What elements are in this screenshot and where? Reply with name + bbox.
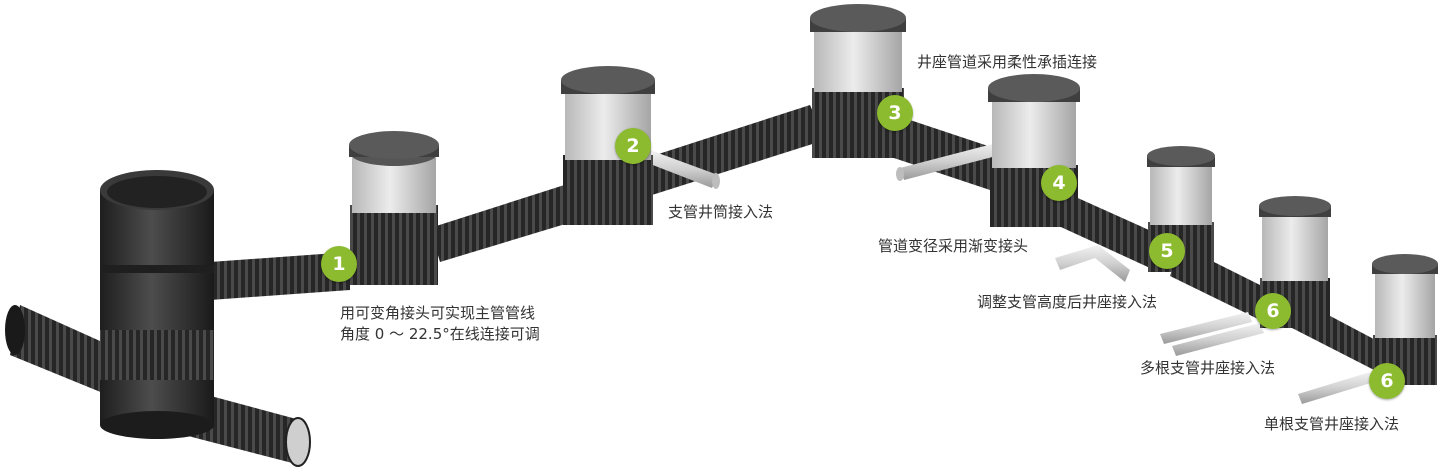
corrugated-pipe-segment — [430, 180, 595, 262]
branch-pipe — [1172, 323, 1264, 356]
callout-badge-4: 4 — [1041, 165, 1077, 201]
branch-pipe-end — [712, 173, 720, 189]
callout-badge-6b: 6 — [1369, 363, 1405, 399]
label-flexible-socket-joint: 井座管道采用柔性承插连接 — [917, 53, 1098, 71]
callout-badge-6a: 6 — [1255, 293, 1291, 329]
corrugated-pipe-segment — [640, 105, 825, 195]
branch-pipe — [1160, 312, 1252, 344]
inspection-well — [988, 74, 1080, 227]
inspection-well — [349, 131, 439, 285]
callout-badge-3: 3 — [877, 95, 913, 131]
pipe-end-opening — [285, 417, 311, 467]
branch-pipe — [1055, 245, 1130, 282]
callout-badge-5: 5 — [1149, 233, 1185, 269]
large-manhole — [100, 170, 214, 439]
branch-pipe — [645, 150, 718, 188]
label-branch-shaft-entry: 支管井筒接入法 — [668, 203, 774, 221]
label-adjusted-height-entry: 调整支管高度后井座接入法 — [977, 293, 1158, 311]
inspection-well — [561, 66, 655, 225]
inspection-well — [1372, 254, 1438, 385]
inspection-well — [810, 4, 906, 158]
label-gradual-reducer: 管道变径采用渐变接头 — [878, 237, 1029, 255]
label-single-branch-entry: 单根支管井座接入法 — [1264, 415, 1400, 433]
label-multi-branch-entry: 多根支管井座接入法 — [1140, 359, 1276, 377]
corrugated-pipe-segment — [210, 252, 350, 300]
label-variable-angle-joint-line1: 用可变角接头可实现主管管线 — [340, 304, 536, 322]
branch-pipe-end — [896, 167, 904, 181]
callout-badge-2: 2 — [615, 128, 651, 164]
branch-pipe — [900, 142, 1004, 180]
branch-pipe — [1298, 372, 1374, 404]
pipe-end-opening — [5, 305, 25, 355]
corrugated-pipe-segment — [10, 305, 120, 400]
branch-pipes — [645, 142, 1374, 404]
inspection-wells — [349, 4, 1438, 385]
label-variable-angle-joint-line2: 角度 0 ～ 22.5°在线连接可调 — [340, 325, 540, 343]
callout-badge-1: 1 — [321, 246, 357, 282]
